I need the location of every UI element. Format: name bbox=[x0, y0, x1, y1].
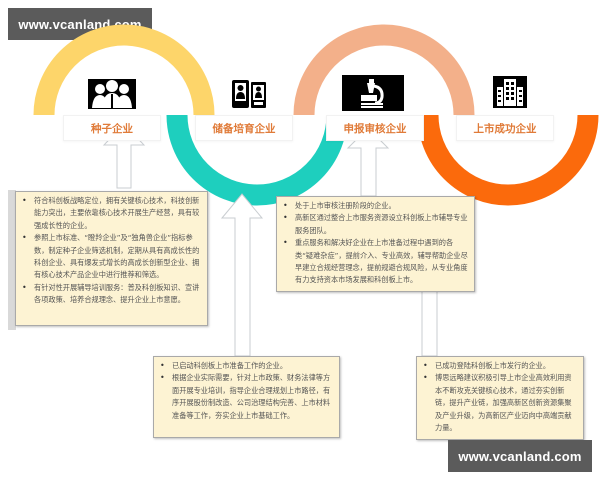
stage-label-reserve: 储备培育企业 bbox=[195, 115, 293, 141]
left-gray-strip bbox=[8, 190, 16, 330]
seed-bullet-1: 符合科创板战略定位，拥有关键核心技术，科技创新能力突出，主要依靠核心技术开展生产… bbox=[22, 195, 201, 232]
reserve-bullet-2: 根据企业实际需要，针对上市政策、财务法律等方面开展专业培训，指导企业合理规划上市… bbox=[160, 372, 333, 422]
review-bullet-3: 重点服务和解决好企业在上市准备过程中遇到的各类“疑难杂症”，提前介入、专业高效，… bbox=[283, 237, 468, 287]
microscope-icon bbox=[342, 75, 404, 111]
arc-review bbox=[293, 24, 475, 116]
watermark-bottom: www.vcanland.com bbox=[448, 440, 592, 472]
reserve-bullet-1: 已启动科创板上市准备工作的企业。 bbox=[160, 360, 333, 373]
review-bullet-2: 高新区通过整合上市服务资源设立科创板上市辅导专业服务团队。 bbox=[283, 212, 468, 237]
review-bullet-1: 处于上市审核注册阶段的企业。 bbox=[283, 200, 468, 213]
people-group-icon bbox=[88, 79, 136, 109]
arrow-reserve bbox=[220, 193, 264, 357]
id-cards-icon bbox=[231, 79, 267, 109]
listed-bullet-2: 博思远略建议积极引导上市企业高效利用资本不断攻克关键核心技术，通过夯实创新链，提… bbox=[423, 372, 577, 434]
arc-listed bbox=[417, 114, 599, 206]
seed-bullet-3: 有针对性开展辅导培训服务：普及科创板知识、宣讲各项政策、培养合规理念、提升企业上… bbox=[22, 282, 201, 307]
stage-label-review: 申报审核企业 bbox=[326, 115, 424, 141]
stage-label-seed: 种子企业 bbox=[63, 115, 161, 141]
listed-description-box: 已成功登陆科创板上市发行的企业。 博思远略建议积极引导上市企业高效利用资本不断攻… bbox=[416, 356, 584, 440]
seed-bullet-2: 参照上市标准、“瞪羚企业”及“独角兽企业”指标参数，制定种子企业筛选机制，定期从… bbox=[22, 232, 201, 282]
review-description-box: 处于上市审核注册阶段的企业。 高新区通过整合上市服务资源设立科创板上市辅导专业服… bbox=[276, 196, 475, 292]
reserve-description-box: 已启动科创板上市准备工作的企业。 根据企业实际需要，针对上市政策、财务法律等方面… bbox=[153, 356, 340, 438]
arc-reserve bbox=[166, 114, 348, 206]
office-building-icon bbox=[493, 76, 527, 108]
seed-description-box: 符合科创板战略定位，拥有关键核心技术，科技创新能力突出，主要依靠核心技术开展生产… bbox=[15, 191, 208, 326]
arc-seed bbox=[33, 24, 215, 116]
listed-bullet-1: 已成功登陆科创板上市发行的企业。 bbox=[423, 360, 577, 373]
stage-label-listed: 上市成功企业 bbox=[456, 115, 554, 141]
